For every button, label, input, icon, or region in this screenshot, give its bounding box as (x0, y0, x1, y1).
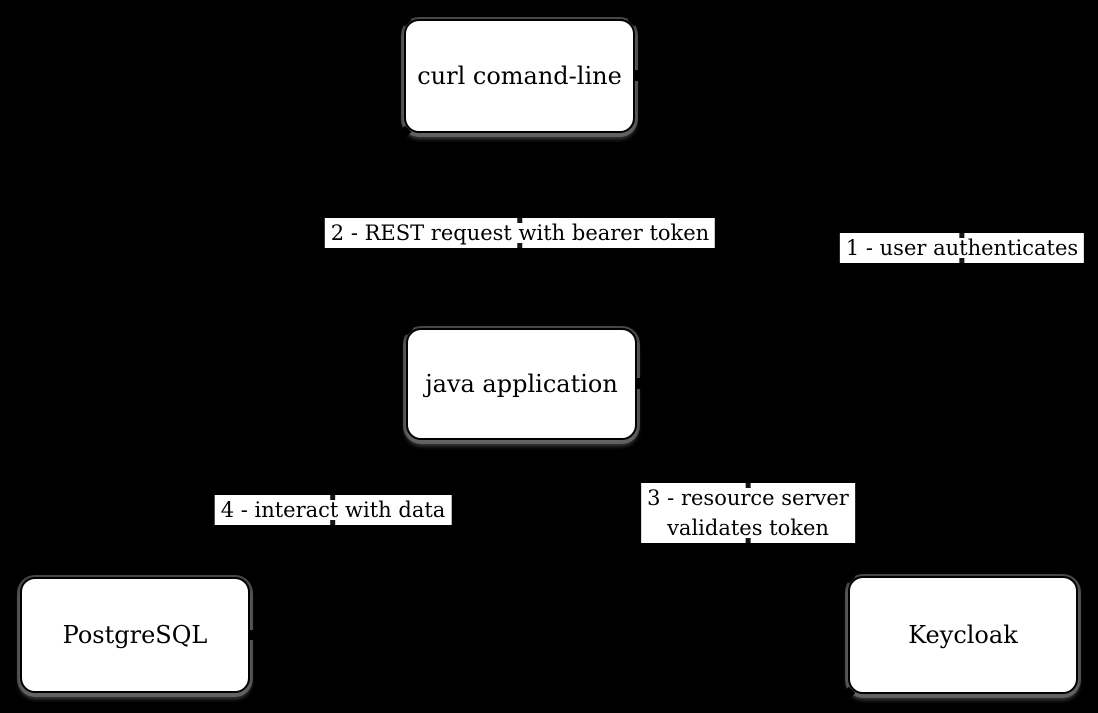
edge-label-text-line2: validates token (667, 516, 829, 540)
edge-arrowhead-stub (249, 630, 257, 640)
node-curl-command-line: curl comand-line (404, 19, 635, 133)
edge-label-rest-request: 2 - REST request with bearer token (324, 218, 716, 248)
node-label: PostgreSQL (62, 621, 208, 649)
edge-java-to-keycloak (636, 383, 901, 577)
edge-label-interact-with-data: 4 - interact with data (214, 495, 452, 525)
edge-label-text: 1 - user authenticates (845, 236, 1079, 260)
edge-label-user-authenticates: 1 - user authenticates (839, 233, 1085, 263)
node-label: curl comand-line (417, 62, 622, 90)
edge-java-to-postgresql (256, 439, 471, 635)
edge-connector-stub (633, 70, 640, 81)
node-postgresql: PostgreSQL (20, 577, 250, 693)
edge-connector-stub (635, 378, 642, 389)
node-label: Keycloak (908, 621, 1018, 649)
node-keycloak: Keycloak (848, 576, 1078, 694)
edge-label-text: 4 - interact with data (220, 498, 446, 522)
edge-label-text: 2 - REST request with bearer token (330, 221, 710, 245)
node-label: java application (425, 370, 618, 398)
edge-curl-to-keycloak (634, 75, 964, 577)
edge-label-text-line1: 3 - resource server (647, 486, 849, 510)
node-java-application: java application (406, 328, 637, 440)
edge-label-validates-token: 3 - resource server validates token (641, 483, 855, 543)
